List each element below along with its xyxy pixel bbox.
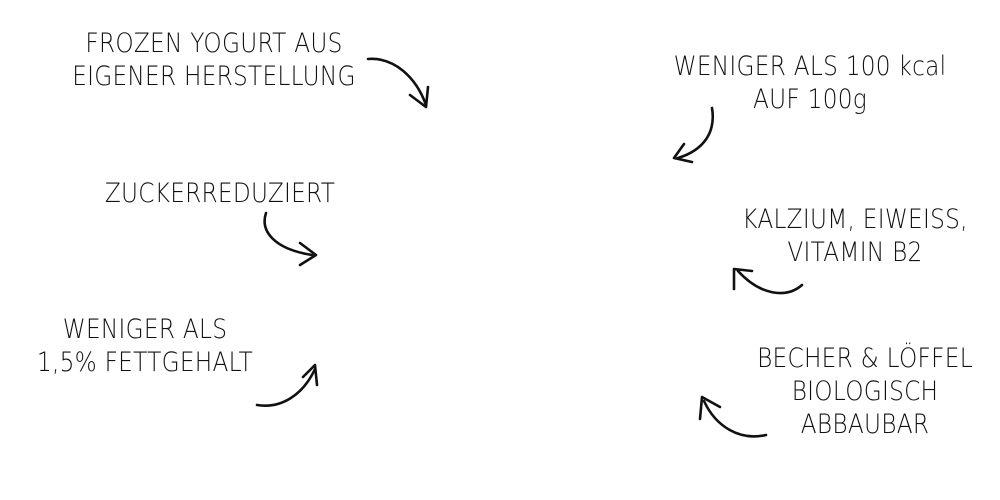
claim-naehrstoffe-line-1: KALZIUM, EIWEISS, bbox=[742, 204, 968, 235]
claim-naehrstoffe: KALZIUM, EIWEISS, VITAMIN B2 bbox=[713, 203, 997, 269]
claim-frozen-yogurt-line-2: EIGENER HERSTELLUNG bbox=[72, 61, 356, 92]
claim-verpackung-line-3: ABBAUBAR bbox=[800, 409, 930, 440]
claim-zuckerreduziert: ZUCKERREDUZIERT bbox=[74, 177, 366, 210]
claim-verpackung-line-2: BIOLOGISCH bbox=[791, 376, 939, 407]
claim-kalorien-line-1: WENIGER ALS 100 kcal bbox=[673, 51, 947, 82]
claim-verpackung-line-1: BECHER & LÖFFEL bbox=[757, 343, 973, 374]
curved-arrow-down-left-icon bbox=[672, 106, 715, 164]
curved-arrow-up-left-icon bbox=[698, 395, 768, 438]
claim-frozen-yogurt: FROZEN YOGURT AUS EIGENER HERSTELLUNG bbox=[51, 27, 378, 93]
curved-arrow-up-left-icon bbox=[732, 267, 804, 295]
curved-arrow-up-right-icon bbox=[255, 363, 319, 407]
claim-fettgehalt-line-2: 1,5% FETTGEHALT bbox=[36, 347, 254, 378]
claim-zuckerreduziert-line-1: ZUCKERREDUZIERT bbox=[104, 178, 336, 209]
claim-frozen-yogurt-line-1: FROZEN YOGURT AUS bbox=[85, 28, 343, 59]
claim-verpackung: BECHER & LÖFFEL BIOLOGISCH ABBAUBAR bbox=[740, 342, 989, 441]
claim-kalorien-line-2: AUF 100g bbox=[753, 84, 867, 115]
claim-naehrstoffe-line-2: VITAMIN B2 bbox=[787, 237, 923, 268]
claim-kalorien: WENIGER ALS 100 kcal AUF 100g bbox=[629, 50, 990, 116]
claim-fettgehalt-line-1: WENIGER ALS bbox=[62, 314, 228, 345]
curved-arrow-down-right-icon bbox=[366, 57, 430, 109]
claim-fettgehalt: WENIGER ALS 1,5% FETTGEHALT bbox=[12, 313, 279, 379]
curved-arrow-right-icon bbox=[263, 211, 318, 267]
